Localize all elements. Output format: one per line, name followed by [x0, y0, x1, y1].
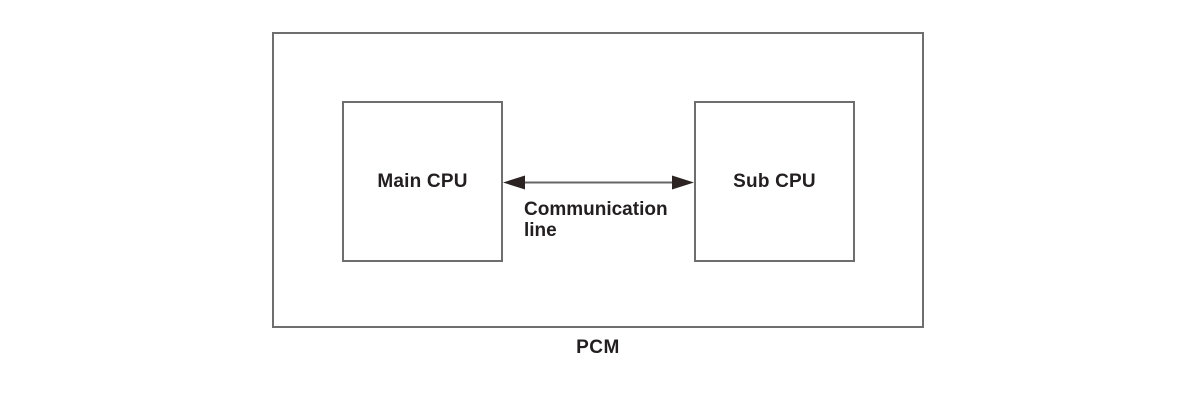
communication-line-label: Communication line — [524, 199, 668, 241]
sub-cpu-box: Sub CPU — [694, 101, 855, 262]
communication-line-label-line2: line — [524, 220, 557, 241]
main-cpu-label: Main CPU — [377, 170, 468, 192]
main-cpu-box: Main CPU — [342, 101, 503, 262]
double-arrow-icon — [503, 175, 694, 190]
sub-cpu-label: Sub CPU — [733, 170, 816, 192]
pcm-label: PCM — [576, 337, 620, 358]
communication-line-label-line1: Communication — [524, 199, 668, 220]
